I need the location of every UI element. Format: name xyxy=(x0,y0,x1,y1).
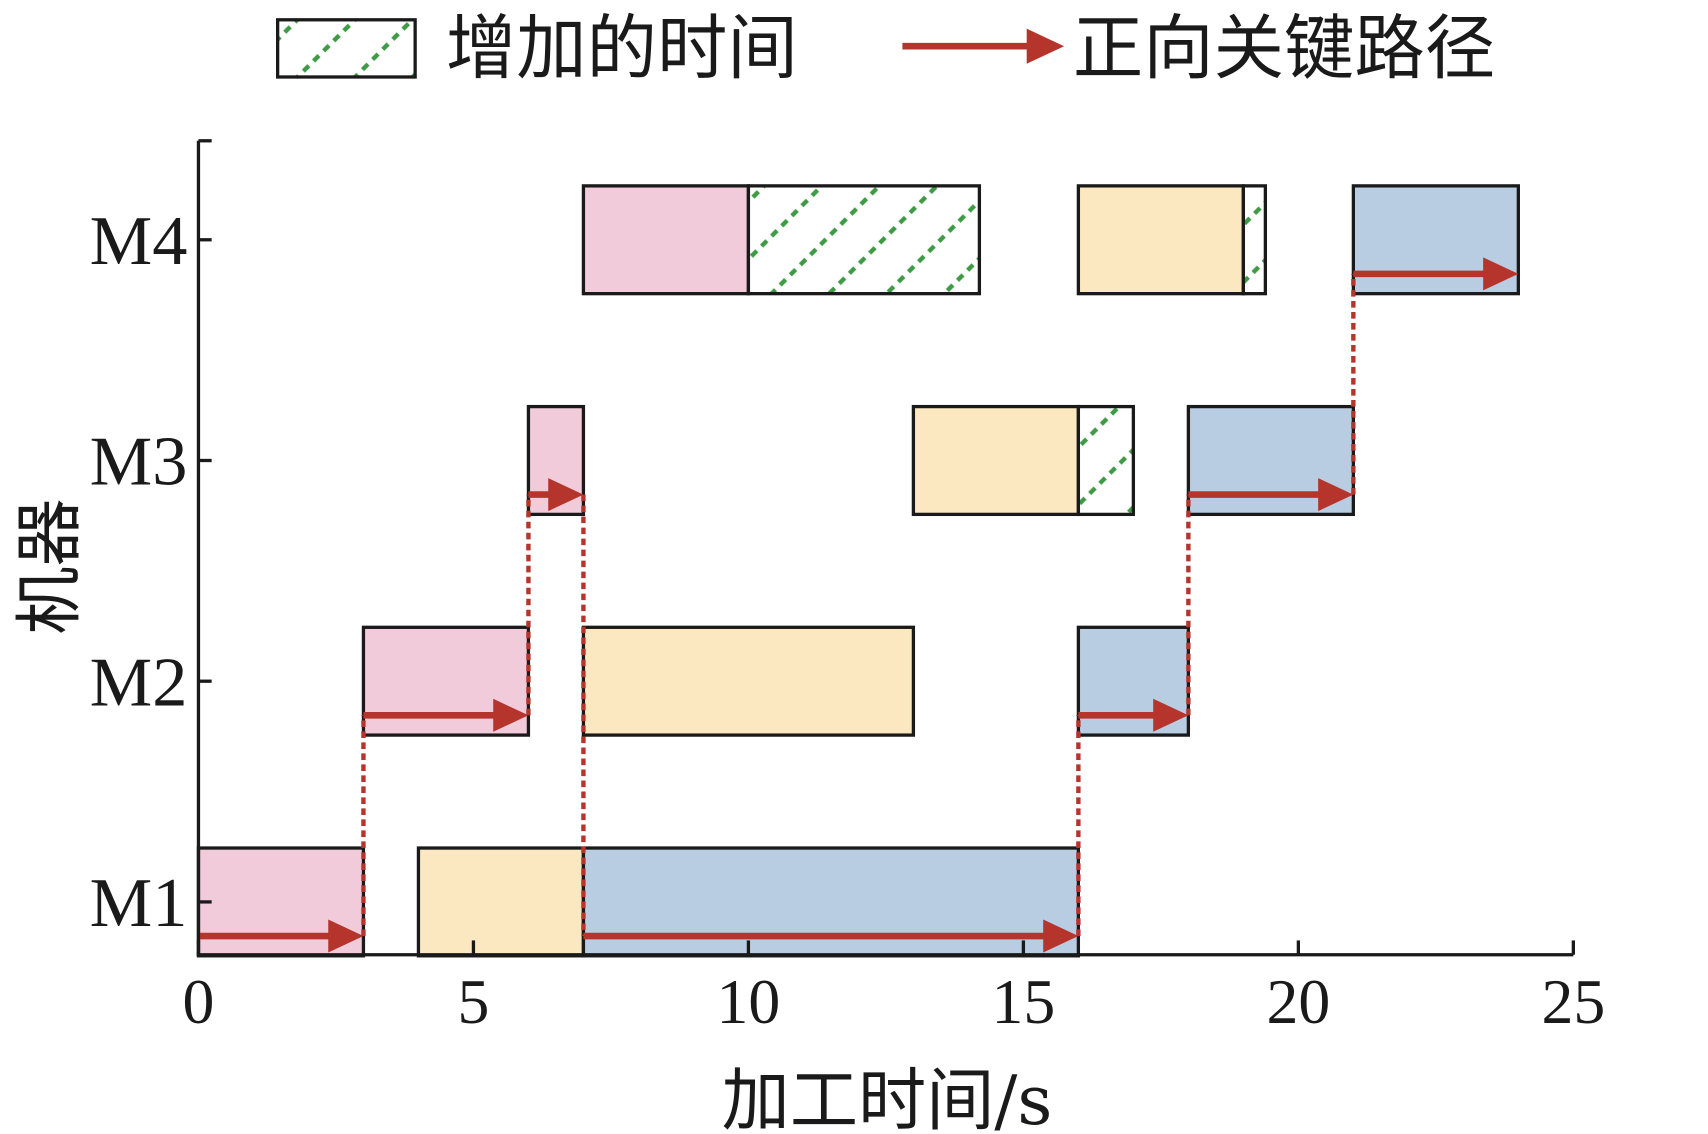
task-bar xyxy=(416,846,586,958)
legend-item-critical-path: 正向关键路径 xyxy=(902,8,1495,90)
arrow-head xyxy=(1153,698,1189,732)
arrow-head xyxy=(328,919,364,953)
arrow-head xyxy=(1043,919,1079,953)
x-tick-label: 15 xyxy=(991,966,1055,1037)
y-tick-label: M4 xyxy=(90,202,188,280)
critical-path-arrow xyxy=(1078,698,1189,732)
critical-path-arrows xyxy=(198,257,1519,953)
critical-path-arrow xyxy=(1353,257,1519,291)
axes xyxy=(196,139,1575,957)
critical-path-arrow xyxy=(1188,478,1354,512)
task-bar xyxy=(1076,184,1246,296)
tick-labels: 0 5 10 15 20 25 M1 M2 M3 M4 xyxy=(90,202,1606,1037)
legend-item-added-time: 增加的时间 xyxy=(276,8,798,90)
legend: 增加的时间 正向关键路径 xyxy=(276,8,1495,90)
legend-arrow-icon xyxy=(902,28,1065,64)
x-axis-label: 加工时间/s xyxy=(722,1062,1053,1134)
arrow-head xyxy=(493,698,529,732)
y-tick-label: M2 xyxy=(90,643,188,721)
legend-arrow-head xyxy=(1026,28,1065,64)
critical-path-connectors xyxy=(361,273,1356,937)
task-bar xyxy=(581,625,916,737)
y-axis-label: 机器 xyxy=(11,498,90,634)
critical-path-arrow xyxy=(198,919,364,953)
critical-path-arrow xyxy=(528,478,584,512)
bars-layer xyxy=(196,184,1520,958)
y-tick-label: M1 xyxy=(90,864,188,942)
x-tick-label: 10 xyxy=(717,966,781,1037)
legend-label-critical-path: 正向关键路径 xyxy=(1073,8,1495,90)
arrow-head xyxy=(1318,478,1354,512)
x-tick-label: 0 xyxy=(183,966,215,1037)
critical-path-arrow xyxy=(583,919,1079,953)
task-bar xyxy=(581,184,751,296)
x-tick-label: 25 xyxy=(1541,966,1605,1037)
added-time-bar xyxy=(1241,184,1268,296)
arrow-head xyxy=(548,478,584,512)
added-time-bar xyxy=(746,184,982,296)
added-time-bar xyxy=(1076,404,1136,517)
task-bar xyxy=(911,404,1081,517)
x-tick-label: 20 xyxy=(1266,966,1330,1037)
critical-path-arrow xyxy=(363,698,529,732)
x-tick-label: 5 xyxy=(457,966,489,1037)
arrow-head xyxy=(1483,257,1519,291)
task-bar xyxy=(581,846,1081,958)
legend-label-added-time: 增加的时间 xyxy=(446,8,798,90)
y-tick-label: M3 xyxy=(90,423,188,501)
legend-hatch-swatch xyxy=(276,18,417,79)
